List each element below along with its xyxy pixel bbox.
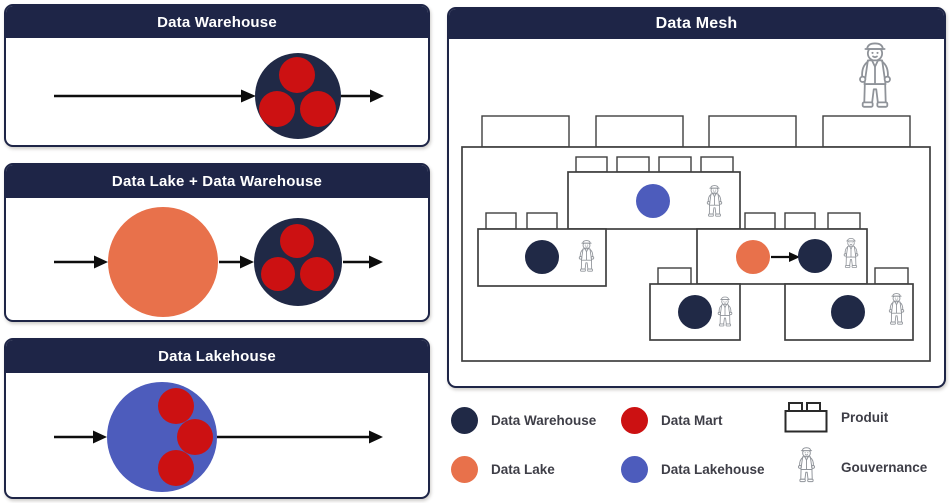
governance-figure-global: [859, 42, 891, 108]
flow-arrow-out: [343, 255, 383, 269]
data-mart-swatch: [621, 407, 648, 434]
flow-arrow-in: [54, 255, 108, 269]
product-brick-lake-to-warehouse: [696, 212, 868, 285]
data-lake-circle: [108, 207, 218, 317]
data-mart-circle: [261, 257, 295, 291]
data-lake-warehouse-flow-diagram: [54, 207, 383, 317]
panel-data-lake-plus-warehouse: Data Lake + Data Warehouse: [4, 163, 430, 322]
data-warehouse-circle: [798, 239, 832, 273]
flow-arrow-in: [54, 89, 256, 103]
product-brick-warehouse-bottom-left: [649, 267, 741, 341]
data-mart-circle: [279, 57, 315, 93]
flow-arrow-out: [341, 89, 384, 103]
legend-label: Data Warehouse: [491, 413, 597, 428]
panel-data-mesh: Data Mesh: [447, 7, 946, 388]
panel-title-bar: Data Lakehouse: [6, 340, 428, 373]
data-warehouse-swatch: [451, 407, 478, 434]
panel-title: Data Warehouse: [157, 13, 277, 31]
data-warehouse-circle: [831, 295, 865, 329]
legend-label: Gouvernance: [841, 459, 928, 475]
legend-label: Data Mart: [661, 413, 723, 428]
panel-title: Data Mesh: [655, 15, 738, 32]
data-lakehouse-circle: [636, 184, 670, 218]
brick-icon: [784, 402, 828, 433]
data-lake-circle: [736, 240, 770, 274]
data-mart-circle: [158, 450, 194, 486]
panel-title-bar: Data Warehouse: [6, 6, 428, 38]
data-lakehouse-swatch: [621, 456, 648, 483]
panel-body: [6, 198, 428, 320]
data-lakehouse-with-marts: [107, 382, 217, 492]
panel-data-lakehouse: Data Lakehouse: [4, 338, 430, 499]
data-mart-circle: [158, 388, 194, 424]
governance-figure-icon: [784, 445, 828, 489]
panel-body: [6, 38, 428, 145]
data-warehouse-with-marts: [254, 218, 342, 306]
panel-body: [449, 39, 944, 386]
legend: Data Warehouse Data Mart Produit Data La…: [447, 390, 946, 502]
flow-arrow-mid: [219, 255, 254, 269]
panel-title: Data Lakehouse: [158, 348, 276, 365]
panel-data-warehouse: Data Warehouse: [4, 4, 430, 147]
panel-body: [6, 373, 428, 497]
legend-label: Data Lakehouse: [661, 462, 765, 477]
data-mart-circle: [280, 224, 314, 258]
legend-item-data-lake: Data Lake: [451, 456, 555, 483]
data-warehouse-with-marts: [255, 53, 341, 139]
product-brick-warehouse-bottom-right: [784, 267, 914, 341]
legend-label: Data Lake: [491, 462, 555, 477]
data-lake-swatch: [451, 456, 478, 483]
data-mart-circle: [300, 91, 336, 127]
legend-item-data-mart: Data Mart: [621, 407, 723, 434]
legend-item-produit: Produit: [784, 402, 888, 433]
legend-item-data-warehouse: Data Warehouse: [451, 407, 596, 434]
data-warehouse-flow-diagram: [54, 53, 384, 139]
flow-arrow-in: [54, 430, 107, 444]
product-brick-warehouse-left: [477, 212, 607, 287]
panel-title-bar: Data Lake + Data Warehouse: [6, 165, 428, 198]
data-lakehouse-flow-diagram: [54, 382, 383, 492]
legend-item-gouvernance: Gouvernance: [784, 445, 927, 489]
panel-title-bar: Data Mesh: [449, 9, 944, 39]
panel-title: Data Lake + Data Warehouse: [111, 173, 323, 190]
data-mart-circle: [177, 419, 213, 455]
flow-arrow-out: [217, 430, 383, 444]
data-warehouse-circle: [525, 240, 559, 274]
data-mart-circle: [300, 257, 334, 291]
product-brick-lakehouse: [567, 156, 741, 230]
data-warehouse-circle: [678, 295, 712, 329]
data-mart-circle: [259, 91, 295, 127]
data-mesh-diagram: [461, 42, 931, 362]
legend-label: Produit: [841, 410, 889, 425]
flow-arrow: [771, 252, 800, 262]
legend-item-data-lakehouse: Data Lakehouse: [621, 456, 765, 483]
